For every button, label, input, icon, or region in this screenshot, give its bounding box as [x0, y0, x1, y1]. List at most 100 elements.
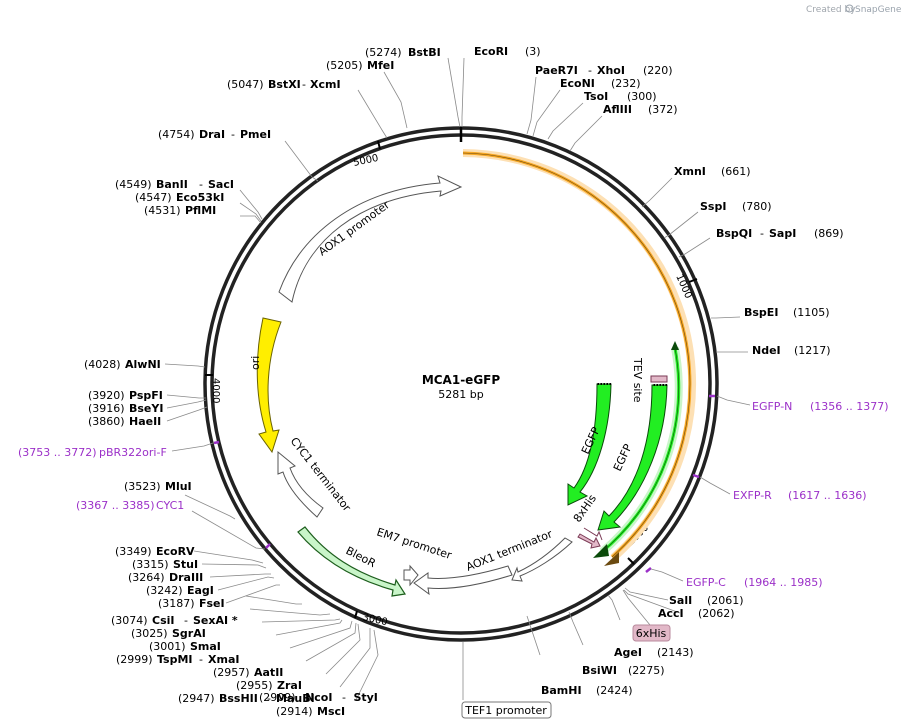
- feature-ori-arrow[interactable]: [256, 317, 282, 454]
- site-label-sgrai[interactable]: (3025) SgrAI: [131, 627, 206, 640]
- svg-text:-: -: [588, 64, 592, 77]
- leader-xhoi: [526, 76, 537, 135]
- plasmid-size: 5281 bp: [438, 388, 483, 401]
- primer-label-egfp-n[interactable]: EGFP-N (1356 .. 1377): [752, 400, 889, 413]
- leader-alwni: [164, 363, 206, 368]
- site-label-zrai[interactable]: (2955) ZraI: [236, 679, 302, 692]
- site-label-pspfi[interactable]: (3920) PspFI: [88, 389, 163, 402]
- site-label-sspi[interactable]: SspI (780): [700, 200, 772, 213]
- outer-feature-6xhis[interactable]: 6xHis: [632, 624, 671, 642]
- svg-text:BstBI: BstBI: [408, 46, 441, 59]
- svg-text:(3187): (3187): [158, 597, 195, 610]
- primer-label-exfp-r[interactable]: EXFP-R (1617 .. 1636): [733, 489, 867, 502]
- primer-label-pbr322ori-f[interactable]: (3753 .. 3772) pBR322ori-F: [18, 446, 167, 459]
- site-label-bsiwi[interactable]: BsiWI (2275): [582, 664, 665, 677]
- site-label-alwni[interactable]: (4028) AlwNI: [84, 358, 161, 371]
- site-label-bstxi-xcmi[interactable]: (5047) BstXI - XcmI: [227, 78, 341, 91]
- leader-mlui: [184, 494, 236, 520]
- leader-bseyi: [166, 399, 207, 409]
- feature-aox1-terminator-arrow-2[interactable]: [511, 537, 573, 582]
- site-label-bamhi[interactable]: BamHI (2424): [541, 684, 633, 697]
- svg-text:EGFP-C: EGFP-C: [686, 576, 726, 589]
- site-label-tspmi-xmai[interactable]: (2999) TspMI - XmaI: [116, 653, 239, 666]
- feature-aox1-terminator-arrow-1[interactable]: [413, 565, 513, 596]
- outer-feature-tef1-promoter[interactable]: TEF1 promoter: [461, 701, 552, 719]
- svg-text:-: -: [267, 692, 271, 705]
- site-label-banii-saci[interactable]: (4549) BanII - SacI: [115, 178, 234, 191]
- site-label-ecori[interactable]: EcoRI (3): [474, 45, 541, 58]
- svg-text:(780): (780): [742, 200, 772, 213]
- leader-msci: [339, 628, 371, 688]
- feature-tev-site-box[interactable]: [650, 375, 668, 383]
- leader-mfei: [383, 71, 408, 129]
- site-label-sali[interactable]: SalI (2061): [669, 594, 744, 607]
- svg-text:AflIII: AflIII: [603, 103, 632, 116]
- site-label-afliii[interactable]: AflIII (372): [603, 103, 678, 116]
- svg-text:DraIII: DraIII: [169, 571, 203, 584]
- svg-text:PaeR7I: PaeR7I: [535, 64, 578, 77]
- site-label-bsshii-maubi[interactable]: (2947) BssHII - MauBI: [178, 692, 315, 705]
- site-label-ndei[interactable]: NdeI (1217): [752, 344, 831, 357]
- feature-egfp-arrow-2[interactable]: [597, 384, 668, 531]
- site-label-agei[interactable]: AgeI (2143): [614, 646, 694, 659]
- site-label-tsoi[interactable]: TsoI (300): [584, 90, 657, 103]
- site-label-ecorv[interactable]: (3349) EcoRV: [115, 545, 195, 558]
- svg-text:(4028): (4028): [84, 358, 121, 371]
- site-label-draiii[interactable]: (3264) DraIII: [128, 571, 203, 584]
- leader-smai: [261, 618, 341, 623]
- green-arc-core: [601, 347, 679, 553]
- svg-text:(2947): (2947): [178, 692, 215, 705]
- svg-text:CsiI: CsiI: [152, 614, 174, 627]
- primer-label-egfp-c[interactable]: EGFP-C (1964 .. 1985): [686, 576, 823, 589]
- site-label-msci[interactable]: (2914) MscI: [276, 705, 345, 718]
- svg-text:(5047): (5047): [227, 78, 264, 91]
- feature-8xhis-arrow-1[interactable]: [577, 533, 601, 549]
- site-label-eagi[interactable]: (3242) EagI: [146, 584, 214, 597]
- svg-text:XcmI: XcmI: [310, 78, 341, 91]
- leader-tspmi: [275, 619, 343, 636]
- svg-text:(4547): (4547): [135, 191, 172, 204]
- svg-text:TspMI: TspMI: [157, 653, 193, 666]
- feature-em7-promoter-arrow[interactable]: [403, 564, 419, 587]
- svg-text:EGFP-N: EGFP-N: [752, 400, 792, 413]
- tick-3000-mark: [354, 610, 358, 619]
- svg-text:-: -: [760, 227, 764, 240]
- svg-text:SspI: SspI: [700, 200, 726, 213]
- site-label-aatii[interactable]: (2957) AatII: [213, 666, 283, 679]
- site-label-xmni[interactable]: XmnI (661): [674, 165, 751, 178]
- site-label-bspqi-sapi[interactable]: BspQI - SapI (869): [716, 227, 844, 240]
- site-label-mlui[interactable]: (3523) MluI: [124, 480, 192, 493]
- svg-text:(2062): (2062): [698, 607, 735, 620]
- feature-cyc1-terminator-arrow[interactable]: [277, 450, 324, 518]
- svg-text:(3860): (3860): [88, 415, 125, 428]
- leader-haeii: [166, 406, 208, 422]
- feature-egfp-arrow-1[interactable]: [567, 383, 612, 506]
- ncoi-name: NcoI: [305, 691, 333, 704]
- site-label-econi[interactable]: EcoNI (232): [560, 77, 641, 90]
- site-label-eco53ki[interactable]: (4547) Eco53kI: [135, 191, 224, 204]
- site-label-bseyi[interactable]: (3916) BseYI: [88, 402, 163, 415]
- feature-bleor-arrow[interactable]: [297, 526, 407, 597]
- site-label-stui[interactable]: (3315) StuI: [132, 558, 198, 571]
- svg-text:BamHI: BamHI: [541, 684, 582, 697]
- site-label-bstbi[interactable]: (5274) BstBI: [365, 46, 441, 59]
- site-label-bspei[interactable]: BspEI (1105): [744, 306, 830, 319]
- leader-bsiwi: [568, 611, 584, 646]
- site-label-acci[interactable]: AccI (2062): [658, 607, 735, 620]
- site-label-drai-pmei[interactable]: (4754) DraI - PmeI: [158, 128, 271, 141]
- site-label-fsei[interactable]: (3187) FseI: [158, 597, 225, 610]
- primer-exfp-r-mark: [692, 473, 700, 479]
- site-label-paer7i-xhoi[interactable]: PaeR7I - XhoI (220): [535, 64, 673, 77]
- primer-label-cyc1[interactable]: (3367 .. 3385) CYC1: [76, 499, 184, 512]
- ncoi-styi-row[interactable]: (2909) NcoI - StyI: [259, 691, 378, 704]
- feature-egfp-2-label: EGFP: [611, 442, 635, 474]
- site-label-csii-sexai[interactable]: (3074) CsiI - SexAI *: [111, 614, 238, 627]
- site-label-haeii[interactable]: (3860) HaeII: [88, 415, 161, 428]
- leader-agei: [607, 594, 621, 621]
- leader-egfp-c: [650, 568, 684, 582]
- site-label-pflmi[interactable]: (4531) PflMI: [144, 204, 216, 217]
- site-label-mfei[interactable]: (5205) MfeI: [326, 59, 394, 72]
- site-label-smai[interactable]: (3001) SmaI: [149, 640, 221, 653]
- feature-aox1-promoter-arrow[interactable]: [278, 175, 463, 303]
- svg-text:EXFP-R: EXFP-R: [733, 489, 772, 502]
